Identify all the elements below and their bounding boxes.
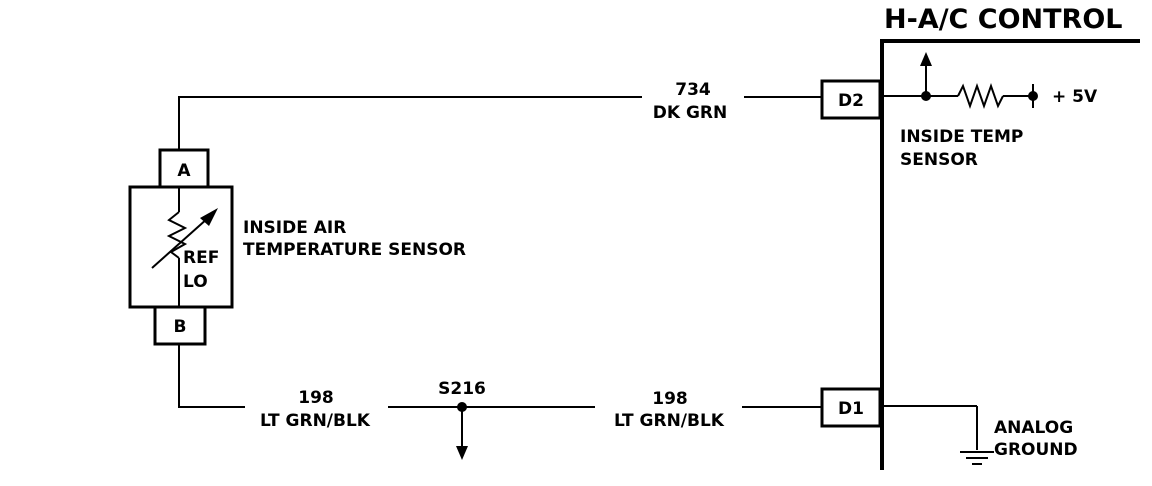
wire-198-right-color: LT GRN/BLK bbox=[614, 411, 725, 431]
sensor-body bbox=[128, 185, 234, 309]
wire-734 bbox=[178, 96, 822, 150]
wire-198 bbox=[178, 344, 822, 408]
analog-ground-line1: ANALOG bbox=[994, 418, 1073, 438]
connector-d1-label: D1 bbox=[838, 399, 864, 419]
thermistor-arrow bbox=[200, 208, 218, 226]
splice-arrow-down bbox=[456, 446, 468, 460]
module-title: H-A/C CONTROL bbox=[884, 4, 1123, 35]
inside-temp-sensor-line2: SENSOR bbox=[900, 150, 978, 170]
wire-198-right-circuit: 198 bbox=[652, 389, 688, 409]
sensor-pin-a-box bbox=[158, 148, 210, 189]
splice-s216 bbox=[456, 402, 468, 460]
analog-ground-circuit bbox=[882, 405, 994, 465]
analog-ground-line2: GROUND bbox=[994, 440, 1078, 460]
sensor-lo-label: LO bbox=[183, 272, 208, 292]
internal-arrow-up bbox=[920, 52, 932, 66]
connector-d1 bbox=[820, 387, 882, 428]
sensor-name-line1: INSIDE AIR bbox=[243, 218, 346, 238]
ground-icon bbox=[960, 451, 994, 465]
sensor-pin-a-label: A bbox=[177, 161, 191, 181]
sensor-pin-b-label: B bbox=[174, 317, 187, 337]
splice-label: S216 bbox=[438, 379, 486, 399]
sensor-ref-label: REF bbox=[183, 248, 219, 268]
thermistor-symbol bbox=[151, 187, 218, 307]
sensor-pin-b-box bbox=[153, 305, 207, 346]
internal-pullup-circuit bbox=[882, 52, 1038, 110]
pullup-resistor bbox=[957, 82, 1004, 110]
sensor-name-line2: TEMPERATURE SENSOR bbox=[243, 240, 466, 260]
wire-198-left-color: LT GRN/BLK bbox=[260, 411, 371, 431]
connector-d2 bbox=[820, 79, 882, 120]
wire-734-color: DK GRN bbox=[653, 103, 727, 123]
wire-734-circuit: 734 bbox=[675, 80, 711, 100]
connector-d2-label: D2 bbox=[838, 91, 864, 111]
wire-198-left-circuit: 198 bbox=[298, 388, 334, 408]
supply-label: + 5V bbox=[1052, 87, 1098, 107]
inside-temp-sensor-line1: INSIDE TEMP bbox=[900, 127, 1023, 147]
